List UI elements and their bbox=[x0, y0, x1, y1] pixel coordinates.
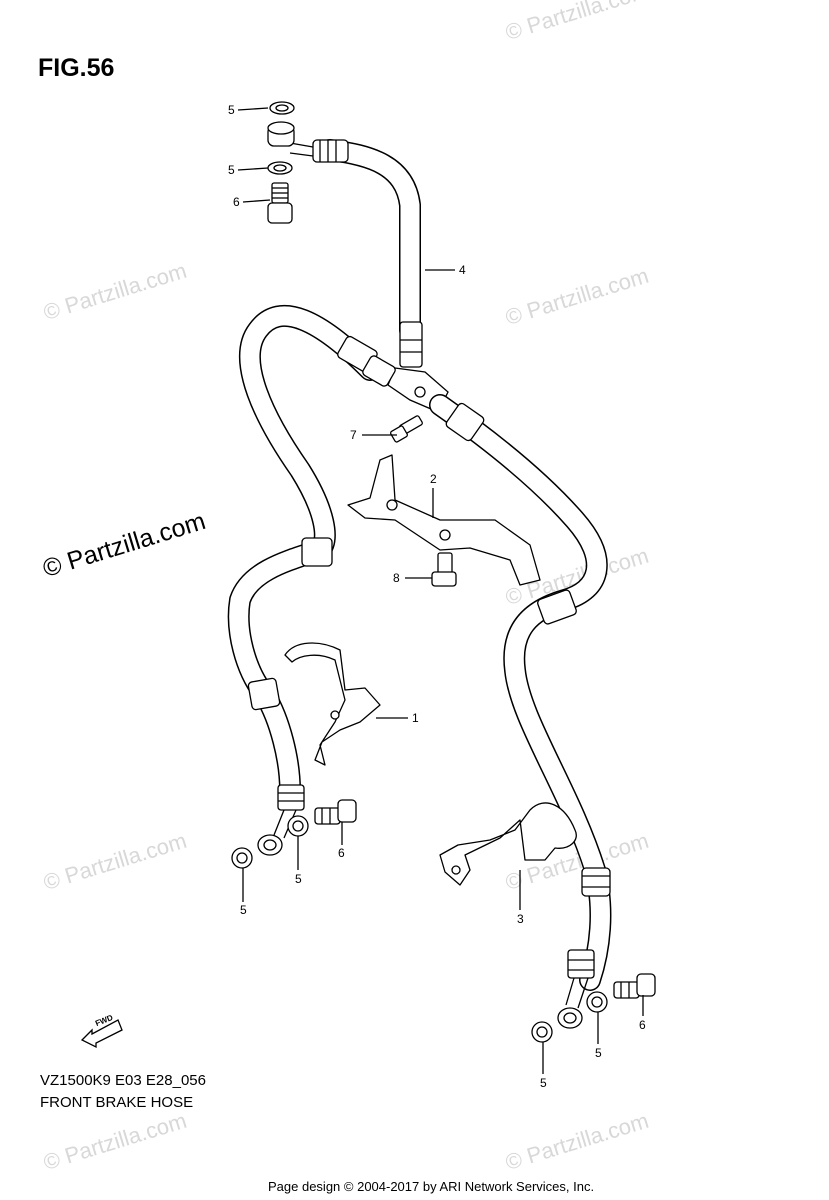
model-code: VZ1500K9 E03 E28_056 bbox=[40, 1072, 206, 1089]
bolt-8[interactable] bbox=[431, 552, 457, 587]
callout-8[interactable]: 8 bbox=[393, 571, 400, 585]
bolt-7[interactable] bbox=[390, 415, 423, 443]
leader-lines bbox=[237, 107, 644, 1074]
figure-title: FIG.56 bbox=[38, 54, 115, 82]
callout-3[interactable]: 3 bbox=[517, 912, 524, 926]
callout-7[interactable]: 7 bbox=[350, 428, 357, 442]
callout-6[interactable]: 6 bbox=[233, 195, 240, 209]
bracket-1[interactable] bbox=[284, 642, 381, 766]
callout-5[interactable]: 5 bbox=[240, 903, 247, 917]
callout-6[interactable]: 6 bbox=[639, 1018, 646, 1032]
lower-right-fasteners[interactable] bbox=[531, 973, 656, 1043]
callout-4[interactable]: 4 bbox=[459, 263, 466, 277]
banjo-fitting-top[interactable] bbox=[267, 101, 295, 224]
callout-1[interactable]: 1 bbox=[412, 711, 419, 725]
right-brake-hose[interactable] bbox=[429, 394, 612, 1029]
part-title: FRONT BRAKE HOSE bbox=[40, 1094, 194, 1111]
callout-6[interactable]: 6 bbox=[338, 846, 345, 860]
forward-arrow-icon bbox=[80, 1019, 123, 1049]
bracket-2[interactable] bbox=[347, 454, 541, 586]
left-brake-hose[interactable] bbox=[227, 304, 397, 856]
callout-5[interactable]: 5 bbox=[595, 1046, 602, 1060]
callout-5[interactable]: 5 bbox=[228, 163, 235, 177]
callout-2[interactable]: 2 bbox=[430, 472, 437, 486]
copyright-notice: Page design © 2004-2017 by ARI Network S… bbox=[268, 1179, 595, 1194]
upper-brake-hose[interactable] bbox=[289, 139, 423, 368]
callout-5[interactable]: 5 bbox=[295, 872, 302, 886]
bracket-3[interactable] bbox=[439, 802, 577, 886]
lower-left-fasteners[interactable] bbox=[231, 799, 357, 869]
callout-5[interactable]: 5 bbox=[228, 103, 235, 117]
callout-5[interactable]: 5 bbox=[540, 1076, 547, 1090]
